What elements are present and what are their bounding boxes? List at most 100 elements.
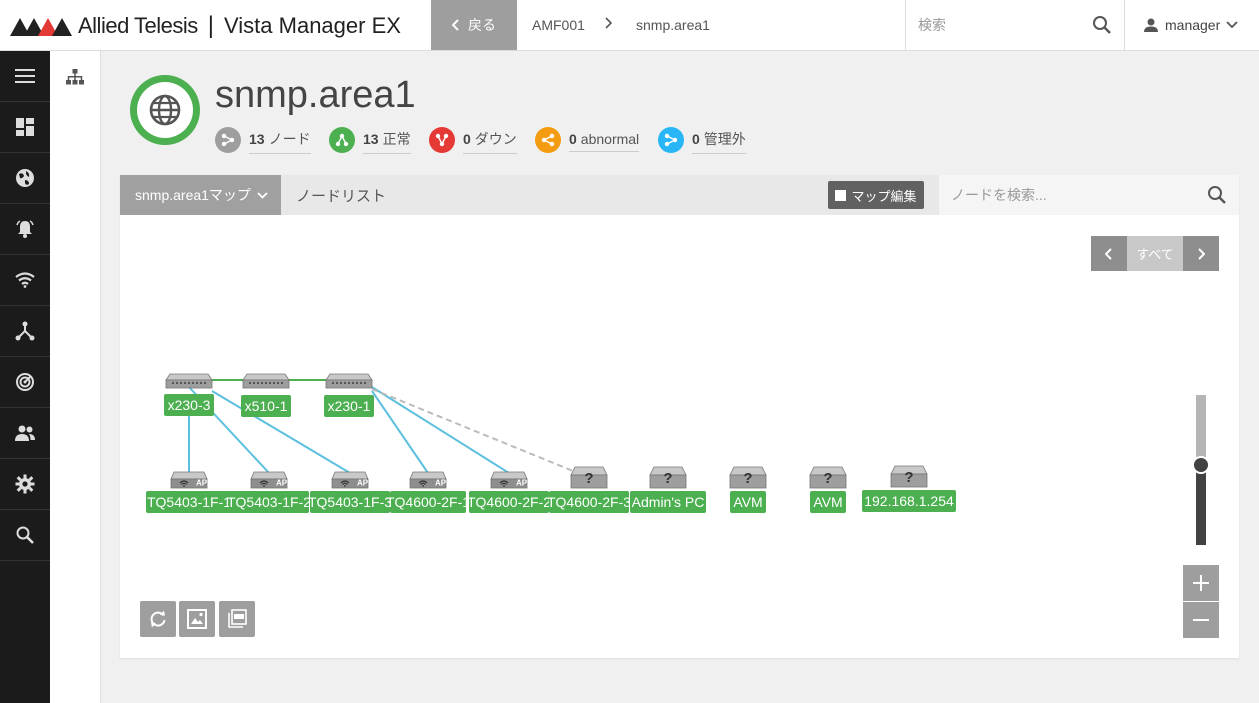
pager-label: すべて [1127,236,1183,271]
globe-icon [16,169,34,187]
nav-dashboard[interactable] [0,102,50,153]
export-image-icon [187,609,207,629]
ap-label: TQ5403-1F-1 [147,494,231,510]
nav-wireless[interactable] [0,255,50,306]
topology-map[interactable]: x230-3 x510-1 x230-1 AP TQ5403-1F-1 AP T… [120,215,1239,658]
refresh-icon [150,610,166,628]
link-switch-unknown [371,388,579,474]
top-bar: Allied Telesis | Vista Manager EX 戻る AMF… [0,0,1259,51]
breadcrumb-chevron-icon [604,16,613,34]
page-title: snmp.area1 [215,74,416,116]
ap-label: TQ4600-2F-1 [386,494,470,510]
wifi-icon [15,272,35,288]
node-search-input[interactable] [951,184,1191,206]
back-label: 戻る [468,17,496,33]
unknown-badge: ? [663,470,672,487]
export-pdf-button[interactable] [219,601,255,637]
stat-nodes-count: 13 [249,130,265,147]
unknown-node[interactable]: ? AVM [729,466,767,513]
tab-area-map[interactable]: snmp.area1マップ [120,175,281,215]
unknown-node[interactable]: ? AVM [809,466,847,513]
nav-monitoring[interactable] [0,357,50,408]
unknown-badge: ? [743,470,752,487]
user-menu[interactable]: manager [1143,0,1238,50]
tab-area-map-label: snmp.area1マップ [135,187,251,203]
chevron-down-icon [257,191,268,199]
chevron-down-icon [1226,21,1238,29]
unknown-node[interactable]: ? 192.168.1.254 [862,465,956,512]
switch-label: x230-1 [328,398,371,414]
ap-node[interactable]: AP TQ5403-1F-3 [308,471,392,513]
export-image-button[interactable] [179,601,215,637]
menu-icon [15,69,35,83]
minus-icon [1193,619,1209,621]
ap-node[interactable]: AP TQ5403-1F-1 [146,471,232,513]
unknown-node[interactable]: ? TQ4600-2F-3 [547,466,631,513]
breadcrumb-amf[interactable]: AMF001 [532,17,585,33]
globe-icon [149,94,181,126]
stat-unmanaged-label: 管理外 [703,130,746,147]
ap-node[interactable]: AP TQ4600-2F-1 [386,471,470,513]
link-switch-ap [371,390,429,474]
map-pager: すべて [1091,236,1219,271]
switch-node[interactable]: x230-3 [164,373,214,416]
nav-alarms[interactable] [0,204,50,255]
search-icon[interactable] [1092,15,1112,35]
sub-nav [50,51,101,703]
topology-icon [15,321,35,341]
unknown-label: Admin's PC [632,494,705,510]
nav-users[interactable] [0,408,50,459]
unknown-badge: ? [904,469,913,486]
zoom-slider[interactable] [1192,395,1210,545]
ap-badge: AP [435,479,447,488]
switch-node[interactable]: x230-1 [324,373,374,417]
pager-next-button[interactable] [1183,236,1219,271]
nav-menu[interactable] [0,51,50,102]
ap-label: TQ4600-2F-2 [467,494,551,510]
nav-topology[interactable] [0,306,50,357]
allied-telesis-logo-icon [10,18,72,36]
search-icon[interactable] [1207,185,1227,205]
switch-node[interactable]: x510-1 [241,373,291,417]
title-separator: | [207,12,215,39]
ap-node[interactable]: AP TQ5403-1F-2 [227,471,311,513]
back-button[interactable]: 戻る [431,0,517,50]
map-edit-label: マップ編集 [851,188,917,204]
plus-icon [1193,575,1209,591]
unknown-badge: ? [584,470,593,487]
zoom-slider-handle[interactable] [1192,456,1210,474]
breadcrumb-area: snmp.area1 [636,17,710,33]
chevron-left-icon [452,19,459,31]
map-edit-button[interactable]: マップ編集 [828,181,924,209]
nav-search[interactable] [0,510,50,561]
pager-prev-button[interactable] [1091,236,1127,271]
user-icon [1144,18,1158,32]
tab-node-list[interactable]: ノードリスト [296,187,387,205]
map-edit-checkbox[interactable] [835,189,847,201]
nav-network-map[interactable] [0,153,50,204]
link-switch-ap [211,390,351,474]
unknown-label: AVM [733,494,762,510]
unknown-badge: ? [823,470,832,487]
hierarchy-icon[interactable] [66,69,84,85]
zoom-in-button[interactable] [1183,565,1219,601]
stat-down-count: 0 [463,130,471,147]
ap-node[interactable]: AP TQ4600-2F-2 [467,471,551,513]
refresh-button[interactable] [140,601,176,637]
switch-label: x510-1 [245,398,288,414]
unknown-node[interactable]: ? Admin's PC [630,466,706,513]
zoom-out-button[interactable] [1183,602,1219,638]
stat-nodes-label: ノード [268,130,311,147]
global-search-input[interactable] [918,14,1078,36]
dashboard-icon [16,118,34,136]
nav-settings[interactable] [0,459,50,510]
logo: Allied Telesis | Vista Manager EX [10,12,401,40]
stat-abnormal-count: 0 [569,130,577,147]
global-search [905,0,1125,50]
chevron-left-icon [1105,247,1112,260]
